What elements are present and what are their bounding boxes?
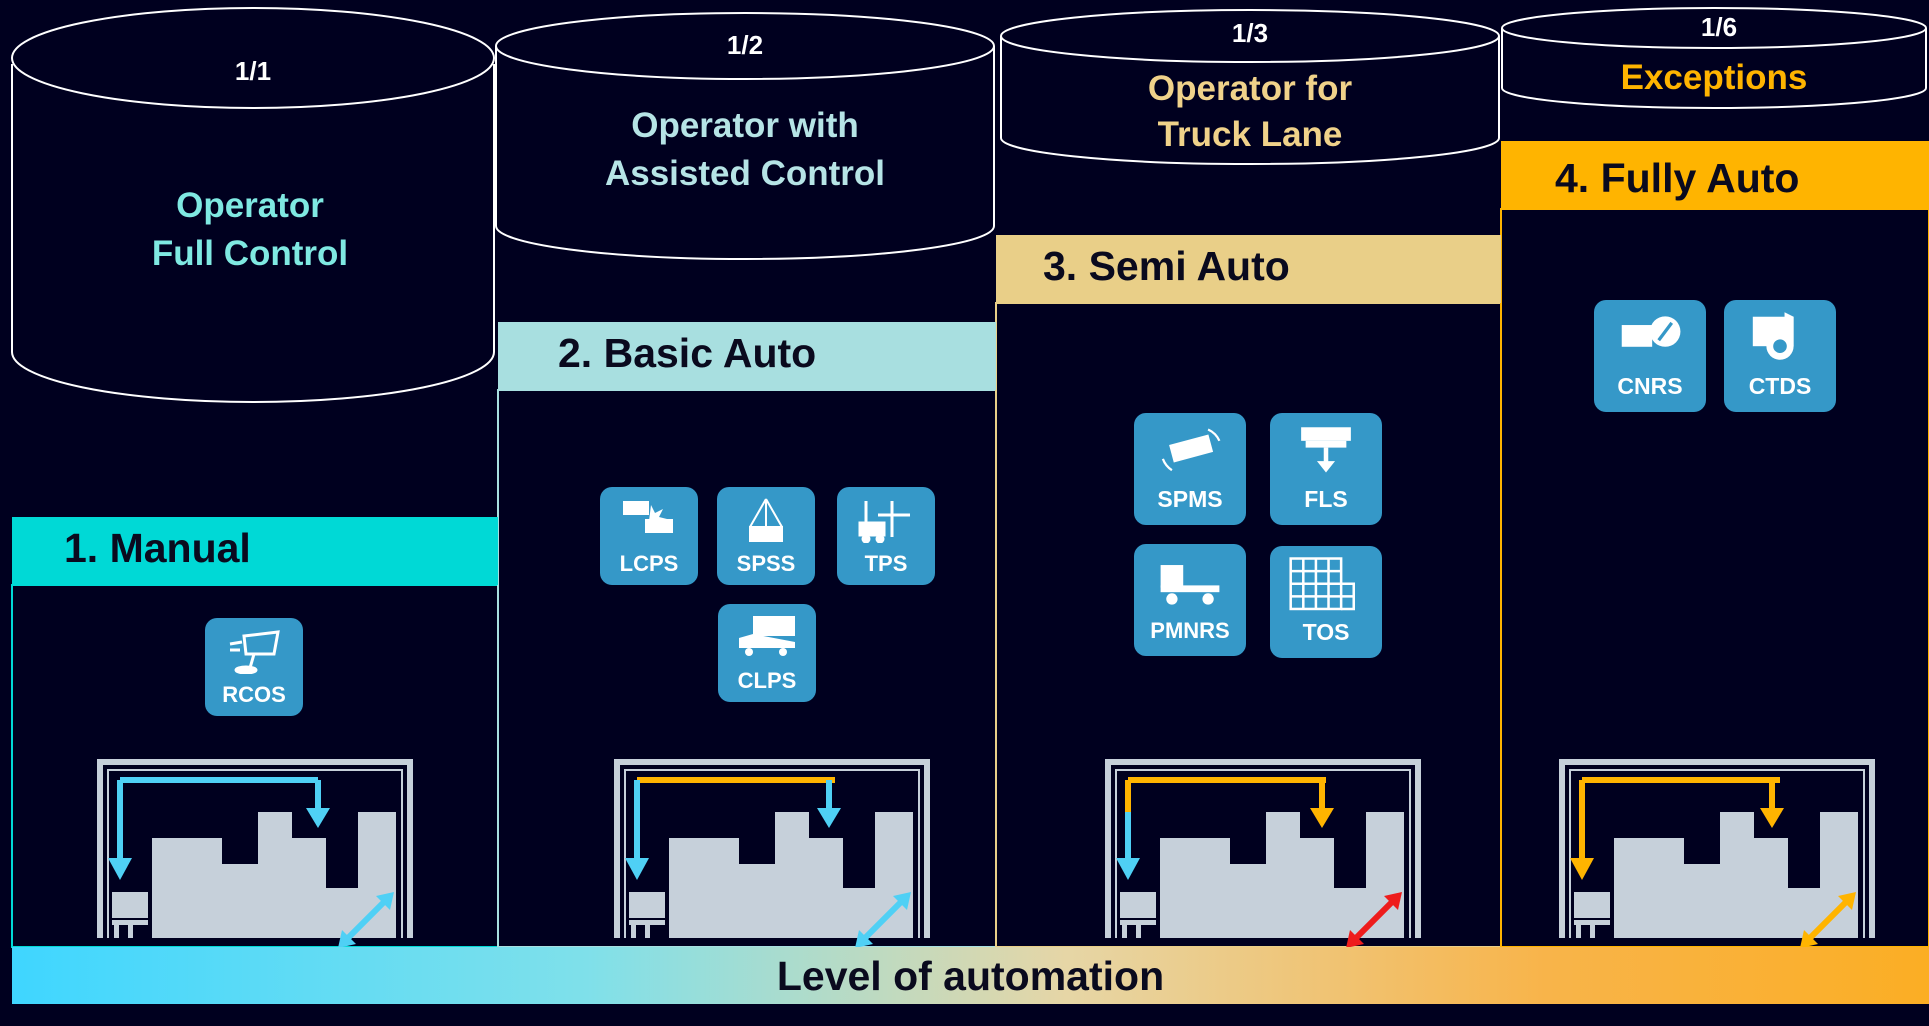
fls-icon: FLS — [1270, 413, 1382, 525]
pmnrs-label: PMNRS — [1150, 618, 1230, 643]
level-4-header-band — [1501, 141, 1929, 209]
yard-crane-scene-3 — [1105, 759, 1421, 948]
operator-label-3: Operator for Truck Lane — [1100, 66, 1400, 158]
operator-label-4-line-1: Exceptions — [1620, 58, 1808, 97]
clps-icon: CLPS — [718, 604, 816, 702]
operator-label-1: Operator Full Control — [100, 182, 400, 278]
rcos-icon: RCOS — [205, 618, 303, 716]
level-of-automation-label: Level of automation — [776, 953, 1165, 999]
tps-icon: TPS — [837, 487, 935, 585]
level-label-basic-auto: 2. Basic Auto — [558, 330, 817, 376]
spms-label: SPMS — [1157, 486, 1223, 512]
operator-label-4: Exceptions — [1564, 54, 1864, 102]
ratio-label-2: 1/2 — [726, 30, 764, 60]
fls-label: FLS — [1304, 486, 1348, 512]
tos-label: TOS — [1302, 619, 1350, 645]
ctds-icon: CTDS — [1724, 300, 1836, 412]
spss-icon: SPSS — [717, 487, 815, 585]
operator-cylinder-3 — [1000, 9, 1500, 165]
ratio-label-3: 1/3 — [1231, 18, 1269, 48]
level-label-fully-auto: 4. Fully Auto — [1555, 155, 1800, 201]
operator-cylinder-2 — [495, 12, 995, 260]
operator-label-3-line-1: Operator for — [1147, 69, 1353, 108]
operator-cylinder-1 — [11, 7, 495, 403]
spss-label: SPSS — [736, 551, 796, 576]
tos-icon: TOS — [1270, 546, 1382, 658]
level-3-header-band — [996, 235, 1501, 303]
cnrs-icon: CNRS — [1594, 300, 1706, 412]
level-label-manual: 1. Manual — [64, 525, 251, 571]
operator-label-2: Operator with Assisted Control — [570, 102, 920, 198]
operator-label-1-line-1: Operator — [176, 186, 324, 225]
yard-crane-scene-1 — [97, 759, 413, 948]
ratio-label-4: 1/6 — [1700, 12, 1738, 42]
ctds-label: CTDS — [1748, 373, 1812, 399]
cnrs-label: CNRS — [1617, 373, 1683, 399]
yard-crane-scene-2 — [614, 759, 930, 948]
clps-label: CLPS — [737, 668, 797, 693]
spms-icon: SPMS — [1134, 413, 1246, 525]
operator-label-1-line-2: Full Control — [151, 234, 349, 273]
level-of-automation-bar: Level of automation — [12, 947, 1929, 1004]
operator-label-2-line-1: Operator with — [631, 106, 859, 145]
operator-cylinder-4 — [1501, 7, 1927, 109]
level-label-semi-auto: 3. Semi Auto — [1043, 243, 1290, 289]
rcos-label: RCOS — [222, 682, 286, 707]
operator-label-3-line-2: Truck Lane — [1157, 115, 1343, 154]
operator-label-2-line-2: Assisted Control — [604, 154, 886, 193]
tps-label: TPS — [864, 551, 908, 576]
lcps-icon: LCPS — [600, 487, 698, 585]
level-1-header-band — [12, 517, 498, 585]
pmnrs-icon: PMNRS — [1134, 544, 1246, 656]
yard-crane-scene-4 — [1559, 759, 1875, 948]
ratio-label-1: 1/1 — [234, 56, 272, 86]
column-3-panel — [995, 302, 1502, 948]
level-2-header-band — [498, 322, 996, 390]
lcps-label: LCPS — [619, 551, 679, 576]
